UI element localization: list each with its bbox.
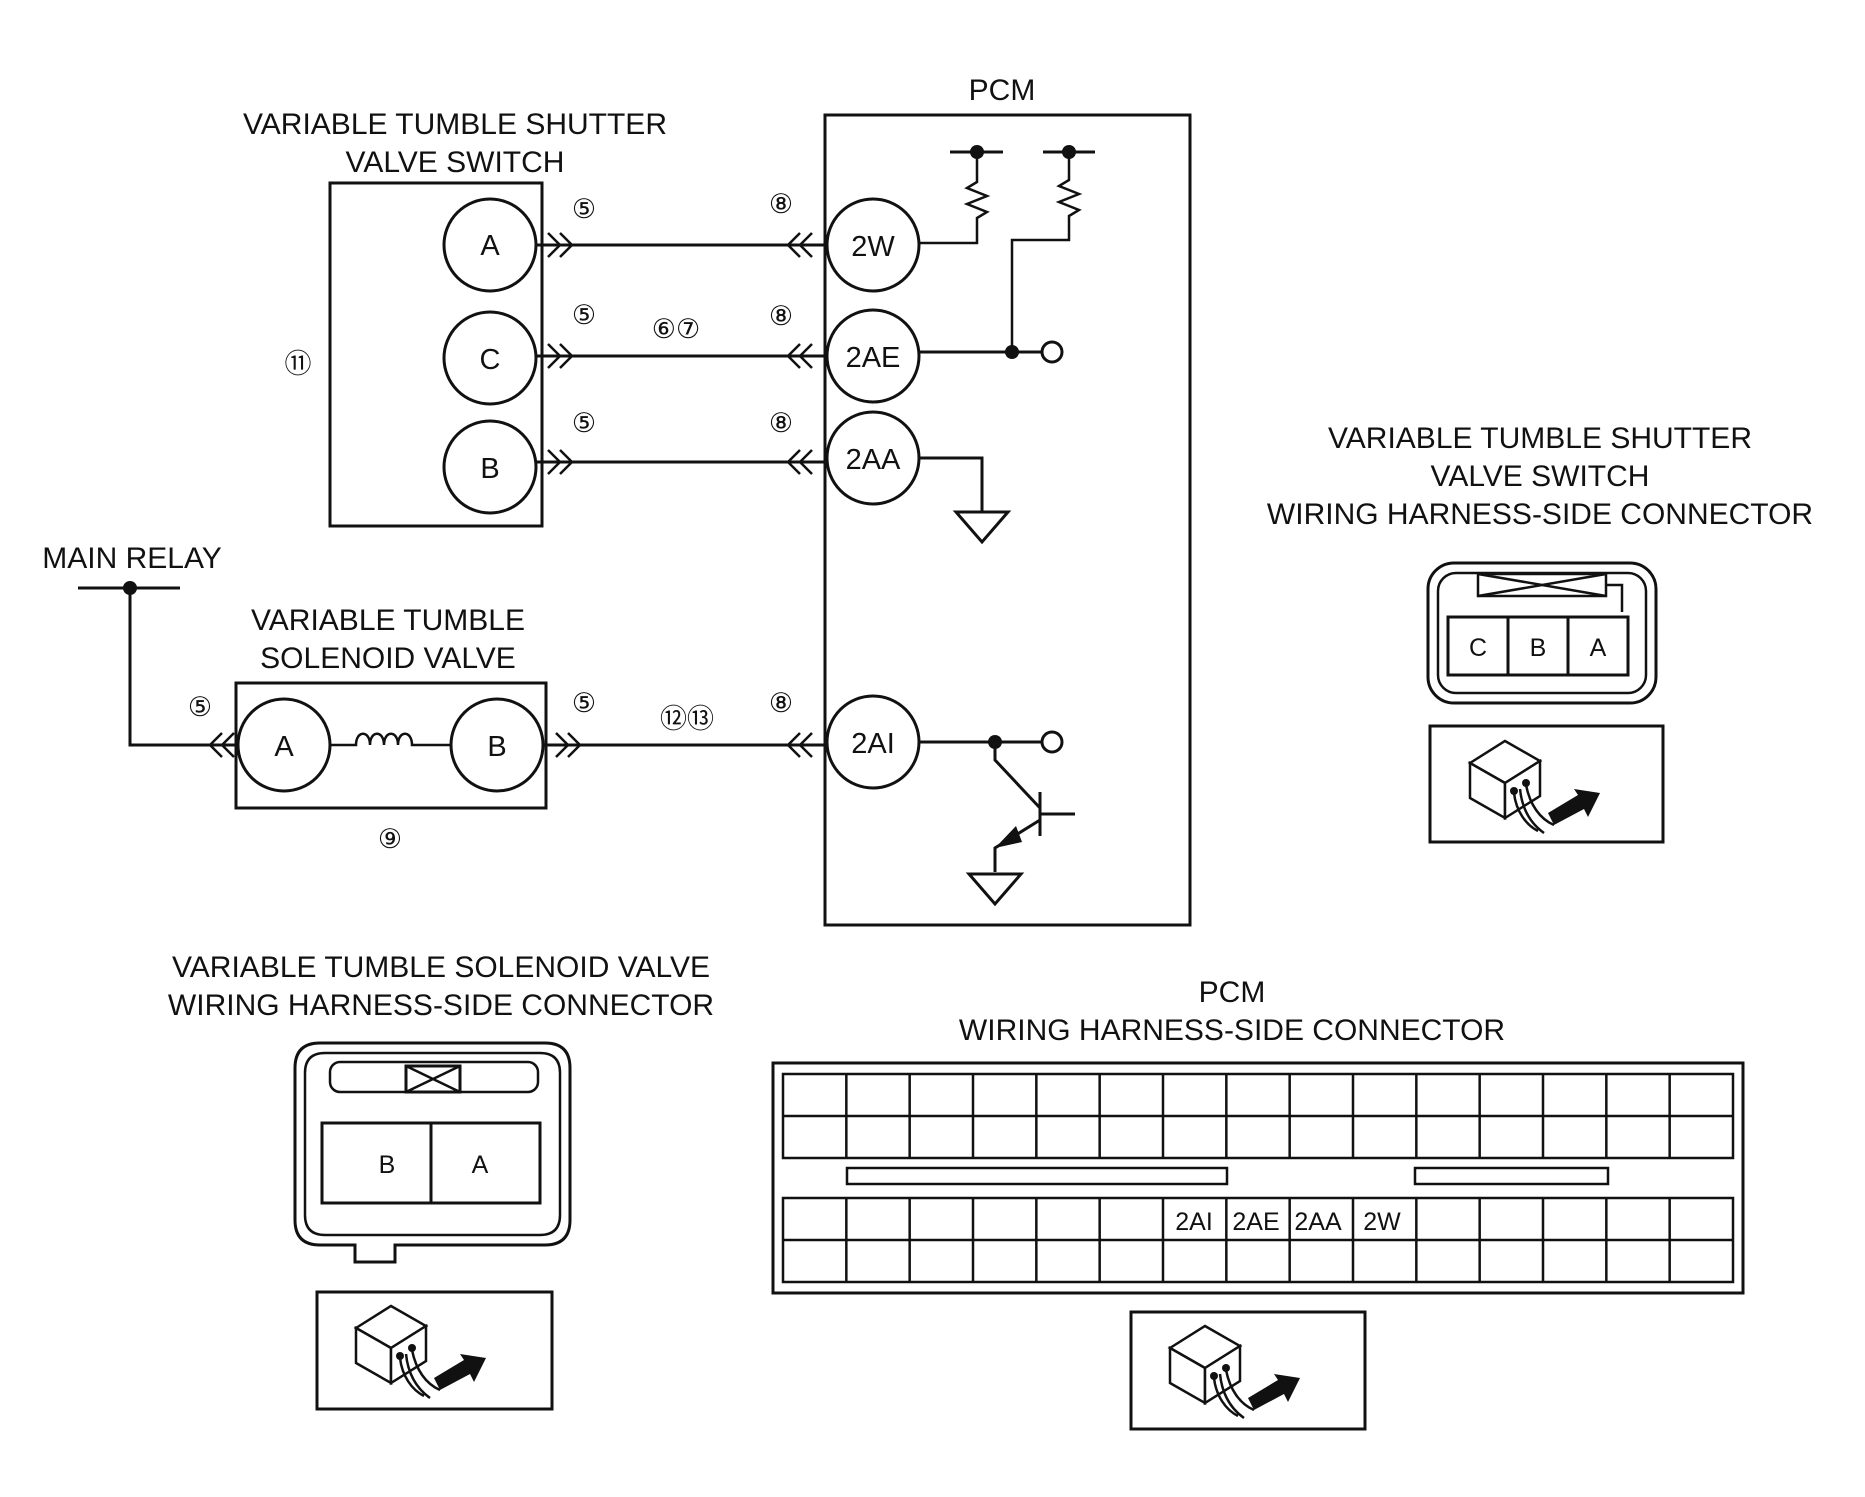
switch-pin-c-label: C	[480, 344, 501, 376]
sol-conn-cell: B	[379, 1151, 396, 1179]
ground-icon	[965, 872, 1025, 907]
pcm-unit: PCM 2W 2AE 2AA 2AI	[823, 74, 1192, 927]
pcm-connector-grid	[783, 1074, 1733, 1282]
callout-5: ⑤	[572, 408, 596, 438]
connector-view-icon	[1467, 739, 1600, 835]
callout-6-7: ⑥⑦	[652, 314, 700, 344]
pcm-pin-2ae-label: 2AE	[846, 342, 901, 374]
switch-pin-c	[442, 310, 538, 406]
switch-pin-b-label: B	[480, 453, 499, 485]
callout-5: ⑤	[572, 688, 596, 718]
pcm-conn-cell-2w: 2W	[1363, 1208, 1401, 1236]
coil-icon	[330, 732, 451, 747]
pcm-title: PCM	[969, 74, 1036, 107]
pcm-conn-title-line2: WIRING HARNESS-SIDE CONNECTOR	[959, 1014, 1505, 1047]
pcm-view-direction-box	[1129, 1310, 1367, 1431]
sol-conn-title-line1: VARIABLE TUMBLE SOLENOID VALVE	[172, 951, 710, 984]
solenoid-pin-b-label: B	[487, 731, 506, 763]
callout-8: ⑧	[769, 189, 793, 219]
pcm-terminal-2ae	[1040, 340, 1064, 364]
solenoid-pin-a-label: A	[274, 731, 294, 763]
sw-connector-pin-row	[1446, 615, 1630, 677]
sw-conn-title-line3: WIRING HARNESS-SIDE CONNECTOR	[1267, 498, 1813, 531]
pcm-pin-2aa-label: 2AA	[846, 444, 901, 476]
pcm-harness-connector: PCM WIRING HARNESS-SIDE CONNECTOR 2AI 2A…	[771, 976, 1745, 1431]
switch-title-line1: VARIABLE TUMBLE SHUTTER	[243, 108, 667, 141]
pcm-connector-shell	[771, 1061, 1745, 1295]
callout-8: ⑧	[769, 688, 793, 718]
ground-icon	[952, 510, 1012, 545]
callout-8: ⑧	[769, 408, 793, 438]
switch-pcm-wires: ⑤ ⑤ ⑤ ⑥⑦ ⑧ ⑧ ⑧	[536, 189, 827, 475]
solenoid-harness-connector: VARIABLE TUMBLE SOLENOID VALVE WIRING HA…	[168, 951, 714, 1411]
callout-5: ⑤	[188, 692, 212, 722]
callout-8: ⑧	[769, 301, 793, 331]
pcm-conn-cell-2aa: 2AA	[1294, 1208, 1342, 1236]
solenoid-title-line2: SOLENOID VALVE	[260, 642, 516, 675]
pcm-terminal-2ai	[1040, 730, 1064, 754]
sol-view-direction-box	[315, 1290, 554, 1411]
sol-conn-cell: A	[472, 1151, 489, 1179]
pcm-conn-cell-2ai: 2AI	[1175, 1208, 1213, 1236]
callout-12-13: ⑫⑬	[660, 704, 714, 734]
connector-view-icon	[353, 1304, 486, 1400]
connector-view-icon	[1167, 1324, 1300, 1420]
pcm-pin-2ai-label: 2AI	[851, 728, 895, 760]
solenoid-title-line1: VARIABLE TUMBLE	[251, 604, 525, 637]
pcm-internal-pullups	[919, 145, 1095, 907]
pcm-conn-title-line1: PCM	[1199, 976, 1266, 1009]
main-relay-label: MAIN RELAY	[42, 542, 222, 575]
switch-pin-b	[442, 419, 538, 515]
pcm-pin-2w-label: 2W	[851, 231, 895, 263]
sw-conn-title-line1: VARIABLE TUMBLE SHUTTER	[1328, 422, 1752, 455]
switch-pin-a-label: A	[480, 230, 500, 262]
callout-9: ⑨	[378, 824, 402, 854]
solenoid-circuit: MAIN RELAY ⑤ VARIABLE TUMBLE SOLENOID VA…	[42, 542, 827, 854]
callout-5: ⑤	[572, 194, 596, 224]
sw-conn-cell: C	[1469, 634, 1487, 662]
callout-5: ⑤	[572, 300, 596, 330]
switch-harness-connector: VARIABLE TUMBLE SHUTTER VALVE SWITCH WIR…	[1267, 422, 1813, 844]
sw-view-direction-box	[1428, 724, 1665, 844]
transistor-arrow-icon	[995, 826, 1022, 848]
callout-11: ⑪	[285, 349, 312, 379]
sw-conn-title-line2: VALVE SWITCH	[1431, 460, 1650, 493]
pcm-conn-cell-2ae: 2AE	[1232, 1208, 1279, 1236]
sol-conn-title-line2: WIRING HARNESS-SIDE CONNECTOR	[168, 989, 714, 1022]
sw-conn-cell: B	[1530, 634, 1547, 662]
switch-title-line2: VALVE SWITCH	[346, 146, 565, 179]
sw-conn-cell: A	[1590, 634, 1607, 662]
